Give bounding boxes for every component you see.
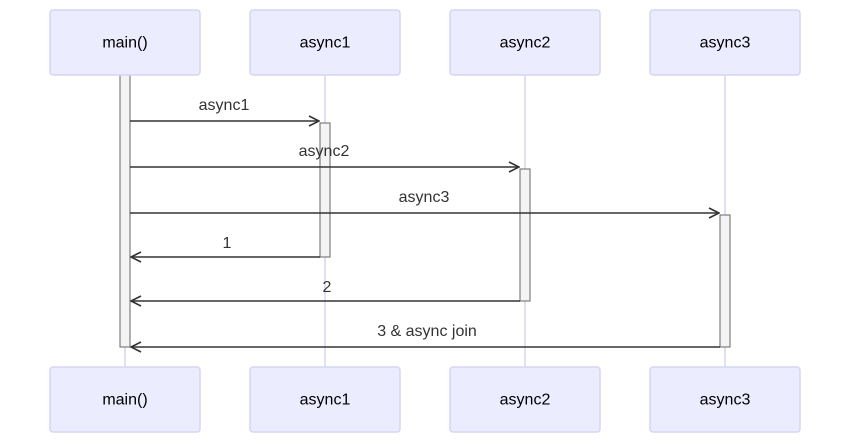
- activation-async3: [719, 214, 731, 348]
- actor-box-async1-top: [249, 9, 401, 76]
- actor-label-async2-top: async2: [500, 35, 551, 52]
- actor-box-async3-bottom: [649, 366, 801, 433]
- actor-box-async3-top: [649, 9, 801, 76]
- actor-label-main-bottom: main(): [102, 392, 147, 409]
- actor-box-async1-bottom: [249, 366, 401, 433]
- message-label-async2-call: async2: [299, 143, 350, 160]
- actor-label-async1-bottom: async1: [300, 392, 351, 409]
- activation-async2: [519, 168, 531, 302]
- actor-box-main-top: [49, 9, 201, 76]
- activation-async1: [319, 122, 331, 258]
- actor-box-main-bottom: [49, 366, 201, 433]
- actor-label-async3-top: async3: [700, 35, 751, 52]
- activation-main: [119, 74, 131, 348]
- actor-box-async2-top: [449, 9, 601, 76]
- message-label-return-1: 1: [223, 235, 232, 252]
- message-label-return-2: 2: [323, 279, 332, 296]
- actor-label-async3-bottom: async3: [700, 392, 751, 409]
- message-label-async3-call: async3: [399, 189, 450, 206]
- message-label-async1-call: async1: [199, 97, 250, 114]
- actor-label-main-top: main(): [102, 35, 147, 52]
- actor-box-async2-bottom: [449, 366, 601, 433]
- actor-label-async2-bottom: async2: [500, 392, 551, 409]
- message-label-return-3: 3 & async join: [377, 323, 477, 340]
- actor-label-async1-top: async1: [300, 35, 351, 52]
